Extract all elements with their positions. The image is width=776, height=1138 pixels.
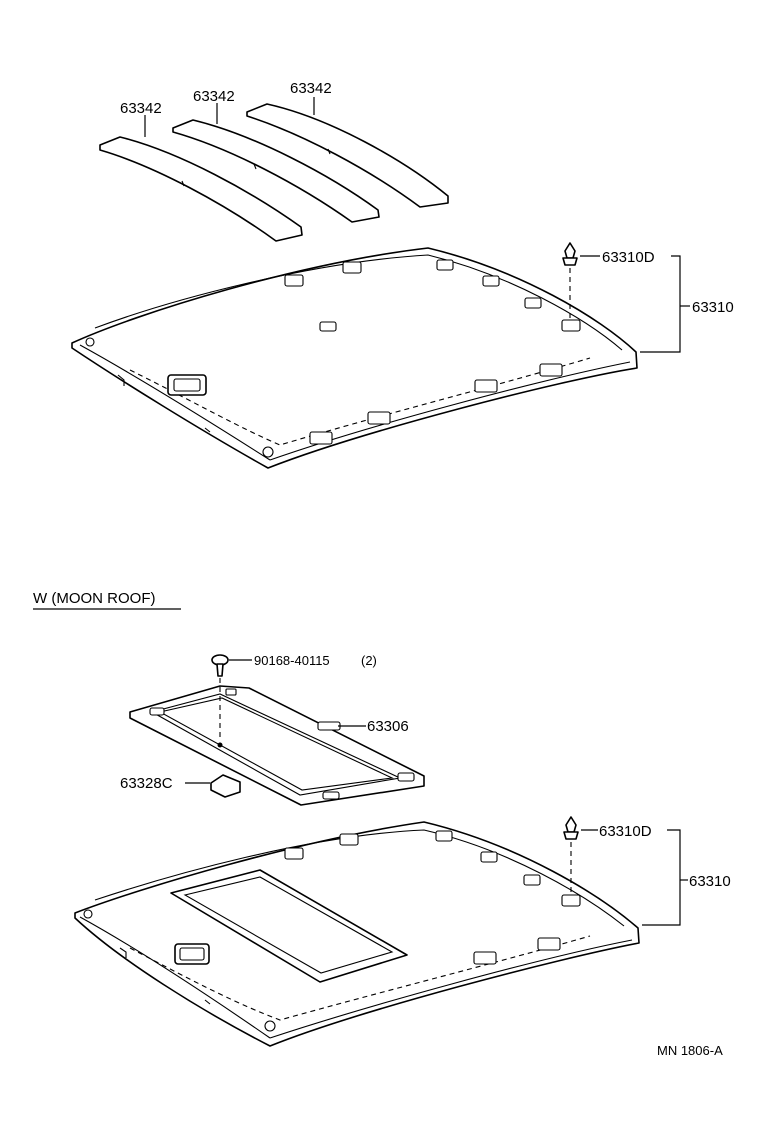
label-strip-3: 63342 bbox=[290, 80, 332, 97]
label-strip-2: 63342 bbox=[193, 88, 235, 105]
clip-part-bottom bbox=[563, 816, 579, 892]
clip-part-top bbox=[562, 242, 578, 318]
section-title: W (MOON ROOF) bbox=[33, 590, 155, 607]
screw-part bbox=[211, 654, 229, 740]
label-headliner-top: 63310 bbox=[692, 299, 734, 316]
label-strip-1: 63342 bbox=[120, 100, 162, 117]
headliner-top bbox=[71, 247, 638, 469]
label-frame: 63306 bbox=[367, 718, 409, 735]
strip-part-2 bbox=[172, 119, 380, 223]
label-lamp-cover: 63328C bbox=[120, 775, 173, 792]
moonroof-frame bbox=[129, 685, 425, 806]
label-clip-top: 63310D bbox=[602, 249, 655, 266]
lamp-cover-part bbox=[210, 774, 241, 798]
drawing-code: MN 1806-A bbox=[657, 1043, 723, 1058]
strip-part-1 bbox=[99, 136, 303, 242]
strip-part-3 bbox=[246, 103, 449, 208]
label-clip-bottom: 63310D bbox=[599, 823, 652, 840]
label-screw: 90168-40115 bbox=[254, 653, 330, 668]
label-screw-qty: (2) bbox=[361, 653, 377, 668]
label-headliner-bottom: 63310 bbox=[689, 873, 731, 890]
headliner-bottom bbox=[74, 821, 640, 1047]
